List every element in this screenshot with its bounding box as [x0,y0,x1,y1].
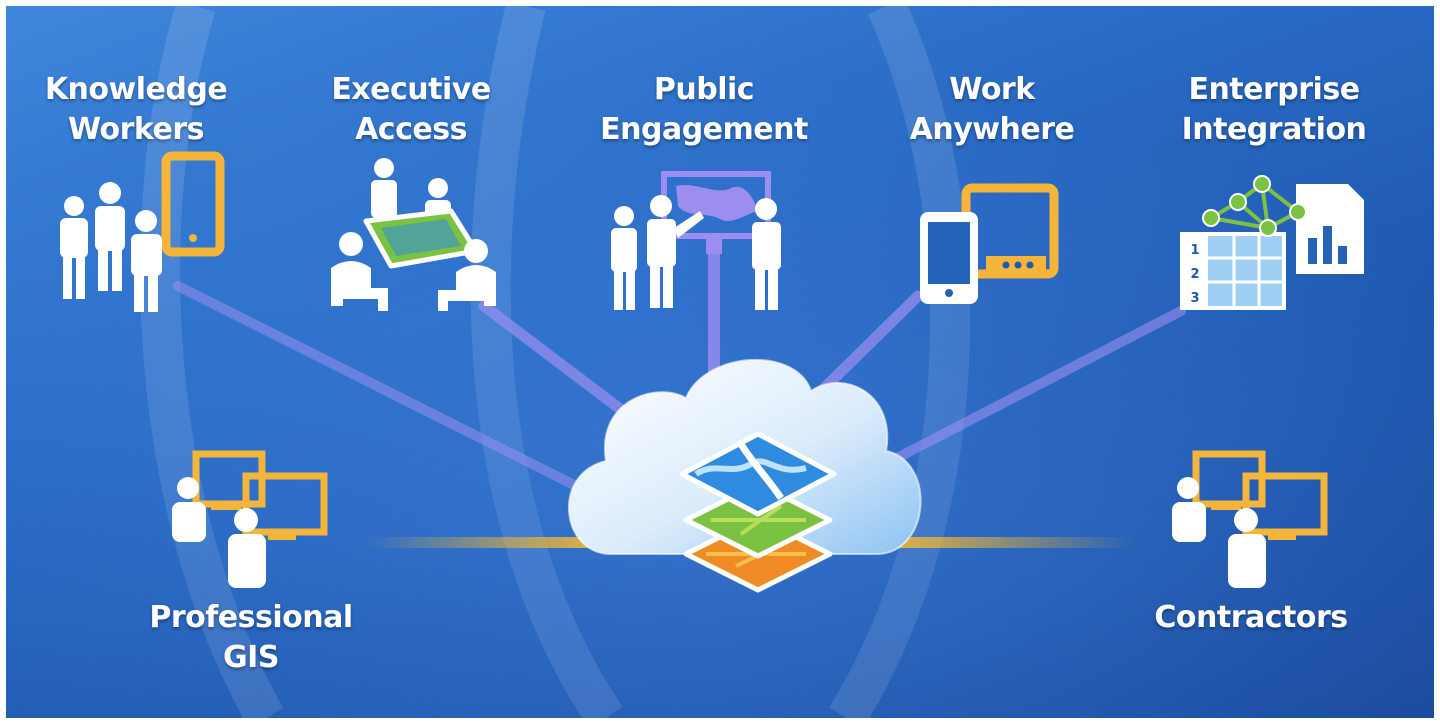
label-executive-access-line1: Executive [331,72,491,107]
label-work-anywhere: Work Anywhere [892,70,1092,150]
label-professional-gis: Professional GIS [136,598,366,678]
label-public-engagement-line2: Engagement [600,112,808,147]
label-professional-gis-line1: Professional [149,600,353,635]
label-knowledge-workers-line1: Knowledge [44,72,228,107]
svg-text:3: 3 [1190,291,1199,306]
cloud-hub [568,359,922,593]
label-public-engagement-line1: Public [653,72,755,107]
label-contractors-line1: Contractors [1154,600,1348,635]
label-work-anywhere-line2: Anywhere [909,112,1075,147]
label-knowledge-workers-line2: Workers [67,112,205,147]
label-enterprise-integration-line2: Integration [1181,112,1367,147]
presentation-icon [611,171,781,310]
connector-contractors [876,537,1136,548]
map-layers-icon [679,431,837,593]
label-public-engagement: Public Engagement [584,70,824,150]
spreadsheet: 1 2 3 [1180,232,1286,310]
users-with-monitors-icon-contractors [1172,450,1328,588]
users-with-monitors-icon [172,450,328,588]
data-network-report-icon: 1 2 3 [1180,175,1364,310]
label-work-anywhere-line1: Work [949,72,1035,107]
report-document [1296,184,1364,274]
label-enterprise-integration: Enterprise Integration [1162,70,1386,150]
label-professional-gis-line2: GIS [223,640,279,675]
label-executive-access-line2: Access [355,112,467,147]
connector-knowledge-workers [173,281,601,501]
people-with-tablet-icon [60,151,225,312]
label-contractors: Contractors [1136,598,1366,638]
label-executive-access: Executive Access [311,70,511,150]
label-knowledge-workers: Knowledge Workers [36,70,236,150]
phone-and-tablet-icon [920,183,1059,304]
connector-enterprise-integration [861,306,1186,479]
svg-text:1: 1 [1190,243,1199,258]
meeting-table-icon [331,158,496,311]
svg-text:2: 2 [1190,267,1199,282]
connector-executive-access [478,300,642,427]
label-enterprise-integration-line1: Enterprise [1188,72,1360,107]
map-layer-blue [679,431,837,517]
connector-professional-gis [366,537,606,548]
diagram-canvas: 1 2 3 [6,6,1434,718]
diagram-art: 1 2 3 [6,6,1434,718]
